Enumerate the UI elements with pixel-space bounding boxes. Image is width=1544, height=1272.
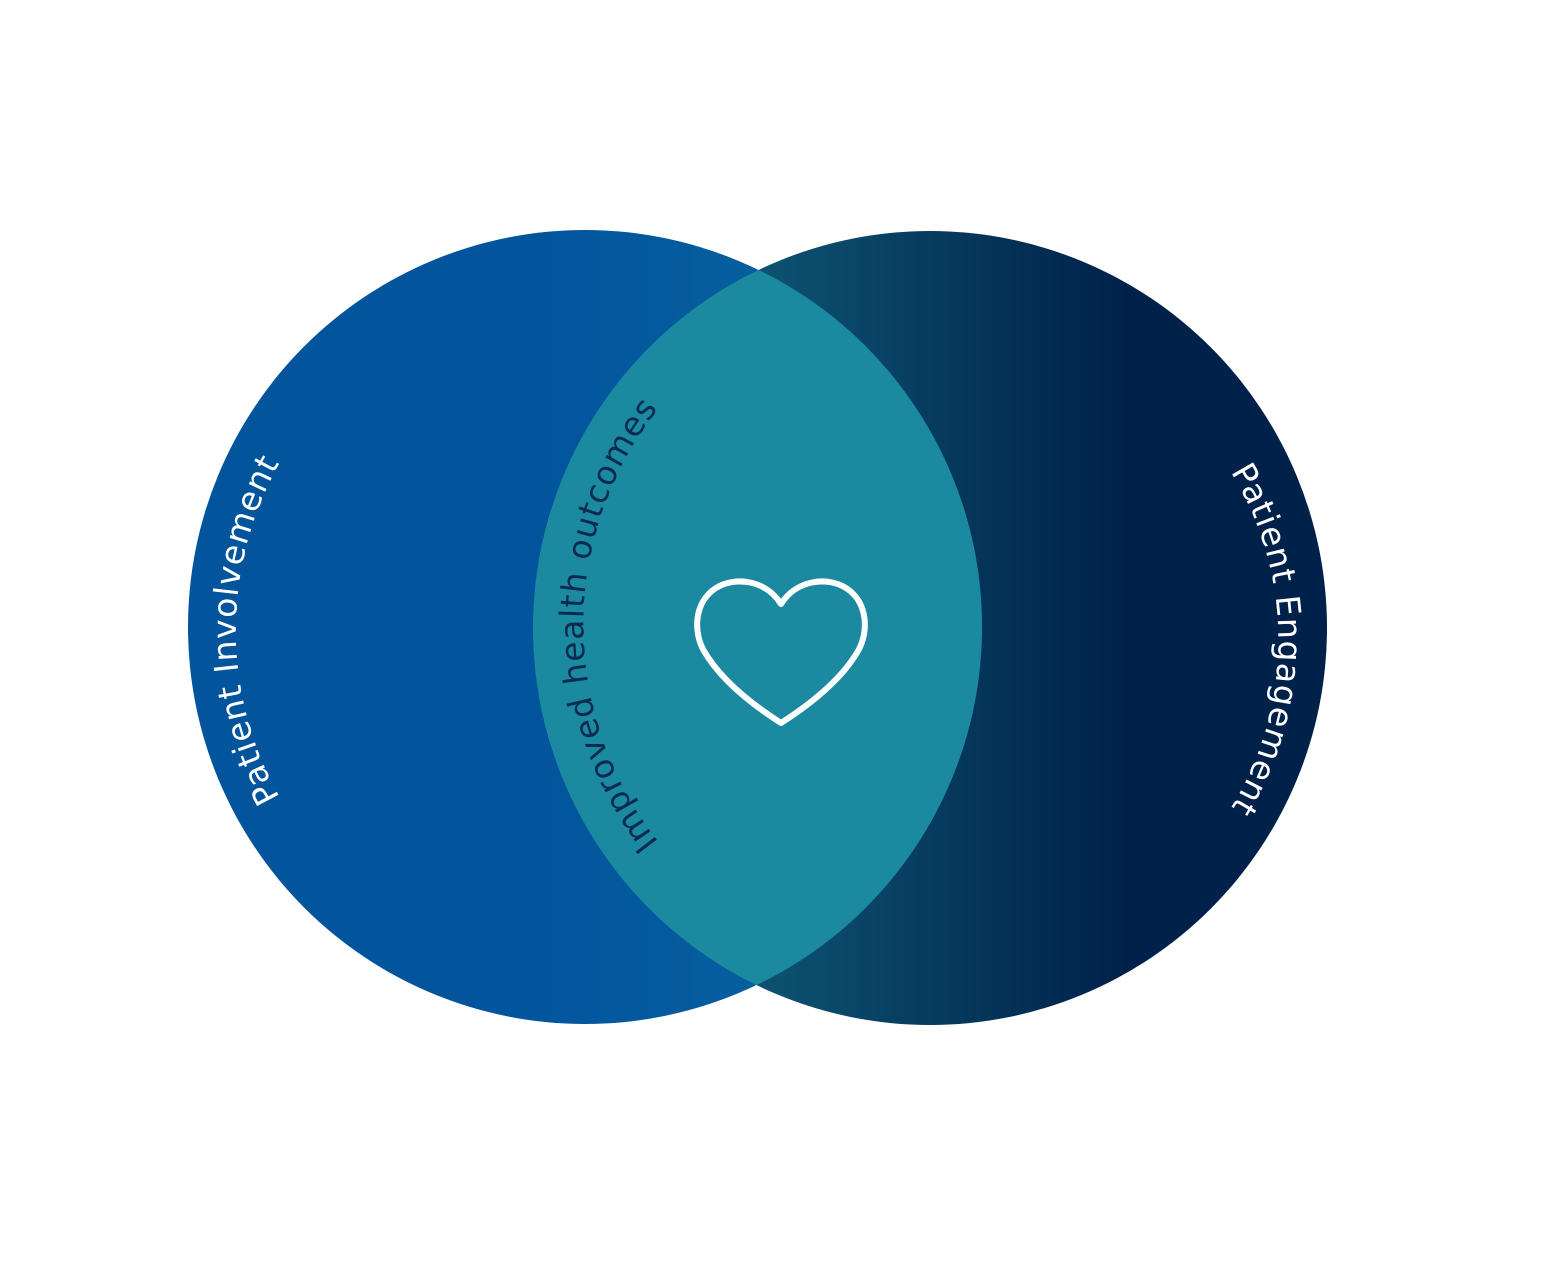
heart-icon (694, 578, 868, 726)
intersection-region (533, 231, 982, 1024)
